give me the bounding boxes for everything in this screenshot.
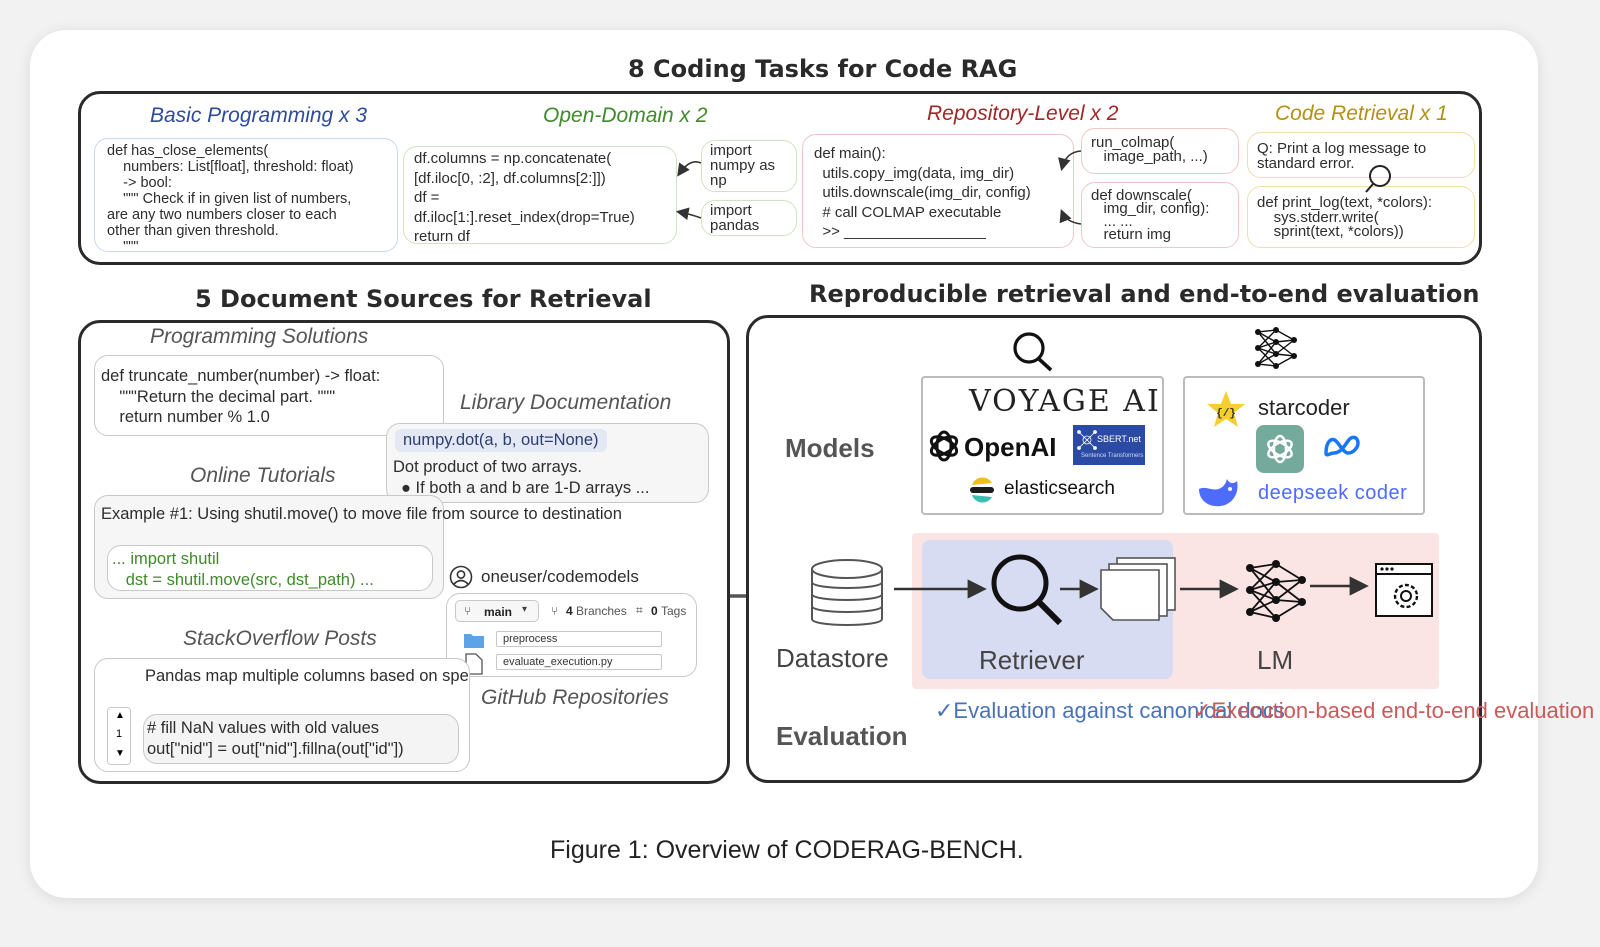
branches-count: 4 [566, 604, 573, 618]
figure-caption: Figure 1: Overview of CODERAG-BENCH. [550, 836, 1024, 864]
sbert-logo-subtext: Sentence Transformers [1081, 453, 1144, 459]
pandas-arrow [675, 207, 702, 221]
numpy-dot-signature: numpy.dot(a, b, out=None) [395, 429, 607, 452]
lm-network-icon [1246, 560, 1306, 622]
stackoverflow-code: # fill NaN values with old values out["n… [143, 714, 459, 764]
lm-label: LM [1257, 645, 1294, 675]
import-numpy-box: import numpy as np [701, 140, 797, 192]
elasticsearch-logo: elasticsearch [1004, 478, 1115, 499]
execution-window-gear-icon [1375, 563, 1433, 617]
colmap-arrow [1058, 150, 1082, 172]
file-name: evaluate_execution.py [503, 656, 613, 668]
run-colmap-box: run_colmap( image_path, ...) [1081, 128, 1239, 174]
eval-title: Reproducible retrieval and end-to-end ev… [809, 280, 1480, 308]
user-icon [449, 565, 473, 589]
branch-icon: ⑂ [464, 604, 472, 618]
models-label: Models [785, 433, 875, 463]
openai-icon [929, 430, 959, 462]
retrieval-code-box: def print_log(text, *colors): sys.stderr… [1247, 186, 1475, 248]
file-row[interactable]: evaluate_execution.py [496, 654, 662, 670]
programming-solutions-label: Programming Solutions [150, 325, 369, 348]
search-icon [1013, 332, 1053, 372]
github-repositories-label: GitHub Repositories [481, 686, 669, 709]
database-icon [811, 559, 883, 626]
datastore-label: Datastore [776, 643, 889, 673]
numpy-dot-bullet: ● If both a and b are 1-D arrays ... [401, 479, 650, 497]
svg-text:{/}: {/} [1216, 408, 1236, 420]
sbert-network-icon [1077, 430, 1097, 450]
elasticsearch-icon [970, 477, 994, 503]
import-pandas-box: import pandas [701, 200, 797, 236]
tags-count: 0 [651, 604, 658, 618]
tutorial-text: Example #1: Using shutil.move() to move … [101, 505, 622, 523]
upvote-icon[interactable]: ▲ [115, 710, 125, 721]
stackoverflow-posts-label: StackOverflow Posts [183, 627, 377, 650]
retriever-search-icon [991, 554, 1063, 626]
repository-level-code: def main(): utils.copy_img(data, img_dir… [802, 134, 1074, 248]
downvote-icon[interactable]: ▼ [115, 748, 125, 759]
branches-icon: ⑂ [551, 604, 559, 618]
sbert-logo-text: SBERT.net [1097, 434, 1141, 444]
starcoder-logo: starcoder [1258, 395, 1350, 420]
chevron-down-icon: ▾ [522, 604, 528, 615]
folder-name: preprocess [503, 633, 558, 645]
online-tutorials-label: Online Tutorials [190, 464, 336, 487]
numpy-dot-description: Dot product of two arrays. [393, 458, 582, 476]
numpy-arrow [677, 161, 702, 177]
voyage-ai-logo: VOYAGE AI [969, 384, 1161, 419]
github-repo-box: ⑂ main ▾ ⑂ 4 Branches ⌗ 0 Tags preproces… [446, 593, 697, 677]
tasks-title: 8 Coding Tasks for Code RAG [628, 55, 1018, 83]
retrieval-evaluation-note: ✓Evaluation against canonical docs [935, 698, 1285, 723]
branches-label[interactable]: Branches [576, 604, 627, 618]
deepseek-coder-logo: deepseek coder [1258, 482, 1408, 504]
deepseek-whale-icon [1199, 479, 1238, 507]
downscale-arrow [1059, 209, 1082, 225]
chatgpt-icon [1256, 425, 1304, 473]
tag-icon: ⌗ [636, 603, 643, 617]
e2e-evaluation-note: ✓Execution-based end-to-end evaluation [1193, 698, 1595, 723]
online-tutorials-box: Example #1: Using shutil.move() to move … [94, 495, 622, 599]
open-domain-code: df.columns = np.concatenate( [df.iloc[0,… [403, 146, 677, 245]
open-domain-label: Open-Domain x 2 [543, 104, 708, 127]
documents-stack-icon [1100, 557, 1176, 621]
sbert-logo: SBERT.net Sentence Transformers [1073, 425, 1145, 465]
evaluation-label: Evaluation [776, 721, 908, 751]
tutorial-code: ... import shutil dst = shutil.move(src,… [107, 545, 433, 591]
tags-label[interactable]: Tags [661, 604, 687, 618]
branch-name: main [484, 605, 513, 619]
lm-models-box: {/} starcoder deepseek coder [1183, 376, 1425, 515]
stackoverflow-question: Pandas map multiple columns based on spe… [145, 667, 469, 685]
library-documentation-box: numpy.dot(a, b, out=None) Dot product of… [386, 423, 709, 503]
starcoder-star-icon: {/} [1207, 391, 1245, 427]
folder-row[interactable]: preprocess [496, 631, 662, 647]
github-repo-name: oneuser/codemodels [481, 567, 639, 586]
folder-icon [464, 634, 484, 648]
openai-logo: OpenAI [964, 432, 1057, 462]
basic-programming-label: Basic Programming x 3 [150, 104, 368, 127]
vote-count: 1 [116, 728, 123, 740]
repository-level-label: Repository-Level x 2 [927, 102, 1119, 125]
programming-solutions-box: def truncate_number(number) -> float: ""… [94, 355, 444, 436]
basic-programming-code: def has_close_elements( numbers: List[fl… [94, 138, 398, 255]
retrieval-question-box: Q: Print a log message to standard error… [1247, 132, 1475, 178]
retriever-models-box: VOYAGE AI OpenAI SBERT.net Sentence Tran… [921, 376, 1164, 515]
code-retrieval-label: Code Retrieval x 1 [1275, 102, 1448, 125]
branch-selector[interactable]: ⑂ main ▾ [455, 600, 539, 622]
magnifier-small-icon [1365, 165, 1391, 193]
library-documentation-label: Library Documentation [460, 391, 672, 414]
vote-widget[interactable]: ▲ 1 ▼ [107, 707, 131, 765]
meta-icon [1324, 435, 1360, 457]
pipeline-arrows [894, 576, 1369, 599]
downscale-box: def downscale( img_dir, config): ... ...… [1081, 182, 1239, 248]
stackoverflow-box: Pandas map multiple columns based on spe… [94, 658, 470, 772]
retriever-label: Retriever [979, 645, 1085, 675]
neural-network-icon [1255, 327, 1297, 369]
sources-title: 5 Document Sources for Retrieval [195, 285, 652, 313]
